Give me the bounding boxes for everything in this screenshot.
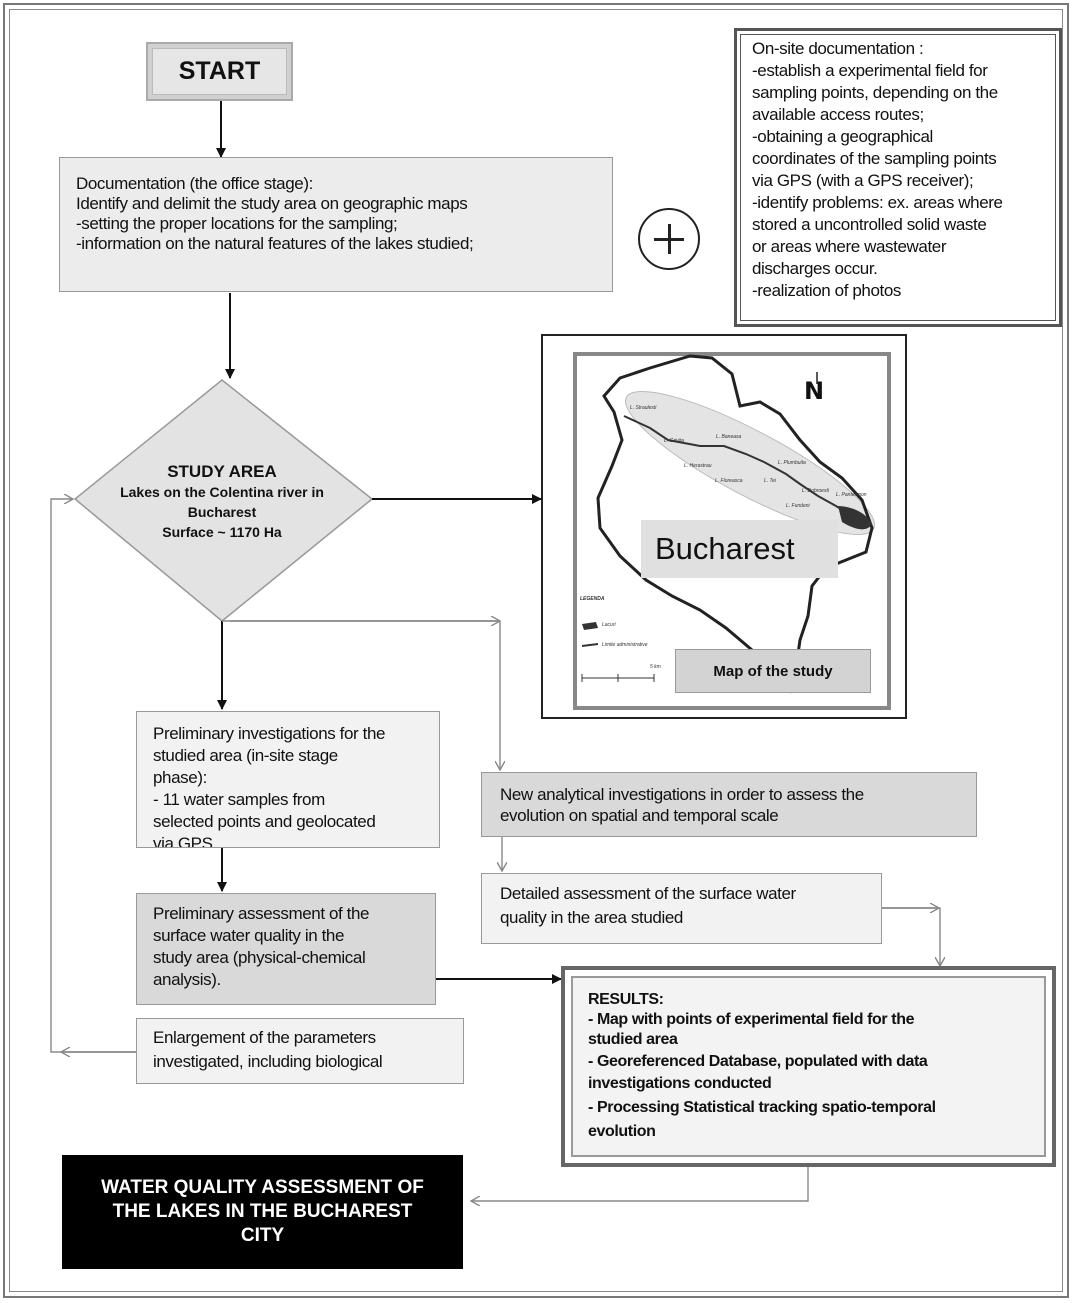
results-title: RESULTS:: [588, 991, 664, 1008]
preliminary-assessment-box: [136, 893, 436, 1005]
enlargement-line: Enlargement of the parameters: [153, 1028, 376, 1047]
lake-shape: [838, 506, 872, 530]
north-label: N: [804, 377, 825, 405]
onsite-line: available access routes;: [752, 105, 924, 124]
prelim-assess-line: study area (physical-chemical: [153, 948, 366, 967]
onsite-line: -identify problems: ex. areas where: [752, 193, 1003, 212]
lake-label: L. Herastrau: [684, 463, 712, 469]
lakes-highlight-ellipse: [624, 390, 876, 536]
onsite-line: discharges occur.: [752, 259, 878, 278]
onsite-line: stored a uncontrolled solid waste: [752, 215, 987, 234]
prelim-inv-line: phase):: [153, 768, 207, 787]
detailed-line: Detailed assessment of the surface water: [500, 884, 796, 903]
preliminary-investigations-box: Preliminary investigations for the studi…: [136, 711, 440, 848]
prelim-inv-line: studied area (in-site stage: [153, 746, 338, 765]
lake-label: L. Straulesti: [630, 405, 657, 411]
lake-label: L. Baneasa: [716, 434, 742, 440]
plus-icon: [638, 208, 700, 270]
results-line: evolution: [588, 1123, 656, 1140]
prelim-inv-line: - 11 water samples from: [153, 790, 325, 809]
onsite-line: or areas where wastewater: [752, 237, 947, 256]
onsite-line: -establish a experimental field for: [752, 61, 988, 80]
legend-title: LEGENDA: [580, 596, 605, 602]
legend-item: Limite administrative: [602, 642, 648, 648]
lake-label: L. Plumbuita: [778, 460, 806, 466]
prelim-inv-line: Preliminary investigations for the: [153, 724, 386, 743]
city-boundary: [596, 354, 874, 694]
onsite-line: -realization of photos: [752, 281, 902, 300]
prelim-inv-line: selected points and geolocated: [153, 812, 376, 831]
lake-label: L. Fundeni: [786, 503, 810, 509]
office-stage-line: -setting the proper locations for the sa…: [76, 214, 398, 233]
start-label: START: [152, 48, 287, 95]
onsite-line: On-site documentation :: [752, 39, 924, 58]
lake-label: L. Grivita: [664, 438, 685, 444]
inner-frame: [9, 9, 1063, 1292]
study-area-line: Bucharest: [187, 504, 257, 520]
prelim-assess-line: surface water quality in the: [153, 926, 345, 945]
scale-label: 5 km: [650, 664, 661, 670]
prelim-inv-line: via GPS: [153, 834, 213, 848]
prelim-assess-line: Preliminary assessment of the: [153, 904, 370, 923]
final-line: CITY: [240, 1225, 285, 1246]
study-area-line: Lakes on the Colentina river in: [120, 484, 324, 500]
results-line: studied area: [588, 1031, 678, 1048]
new-inv-line: New analytical investigations in order t…: [500, 785, 864, 804]
final-outcome-box: WATER QUALITY ASSESSMENT OF THE LAKES IN…: [62, 1155, 463, 1269]
onsite-line: sampling points, depending on the: [752, 83, 998, 102]
outer-frame: [3, 3, 1069, 1298]
enlargement-box: [136, 1018, 464, 1084]
arrow-results-to-final: [471, 1167, 809, 1201]
lake-label: L. Dobroesti: [802, 488, 829, 494]
lake-label: L. Pantelimon: [836, 492, 867, 498]
office-stage-box: [59, 157, 613, 292]
detailed-assessment-box: [481, 873, 882, 944]
office-stage-line: Documentation (the office stage):: [76, 174, 313, 193]
final-line: THE LAKES IN THE BUCHAREST: [112, 1201, 413, 1222]
legend-lake-symbol: [582, 622, 598, 630]
map-city-label: Bucharest: [641, 520, 838, 578]
results-line: investigations conducted: [588, 1075, 772, 1092]
prelim-assess-line: analysis).: [153, 970, 221, 989]
onsite-documentation-box: [734, 28, 1062, 327]
office-stage-line: Identify and delimit the study area on g…: [76, 194, 468, 213]
lake-label: L. Tei: [764, 478, 777, 484]
study-area-title: STUDY AREA: [167, 462, 277, 481]
map-caption: Map of the study: [675, 649, 871, 693]
enlargement-line: investigated, including biological: [153, 1052, 383, 1071]
onsite-line: coordinates of the sampling points: [752, 149, 997, 168]
final-line: WATER QUALITY ASSESSMENT OF: [101, 1177, 424, 1198]
results-line: - Processing Statistical tracking spatio…: [588, 1099, 936, 1116]
lake-label: L. Floreasca: [715, 478, 743, 484]
detailed-line: quality in the area studied: [500, 908, 683, 927]
results-box: [561, 966, 1056, 1167]
new-investigations-box: [481, 772, 977, 837]
legend-boundary-symbol: [581, 643, 599, 647]
start-node: START: [146, 42, 293, 101]
new-inv-line: evolution on spatial and temporal scale: [500, 806, 779, 825]
study-area-surface: Surface ~ 1170 Ha: [162, 524, 282, 540]
colentina-river: [623, 415, 867, 523]
office-stage-line: -information on the natural features of …: [76, 234, 474, 253]
legend-item: Lacuri: [602, 622, 616, 628]
onsite-line: via GPS (with a GPS receiver);: [752, 171, 974, 190]
results-line: - Georeferenced Database, populated with…: [588, 1053, 928, 1070]
study-area-text: STUDY AREA Lakes on the Colentina river …: [96, 462, 348, 542]
results-line: - Map with points of experimental field …: [588, 1011, 915, 1028]
onsite-line: -obtaining a geographical: [752, 127, 933, 146]
